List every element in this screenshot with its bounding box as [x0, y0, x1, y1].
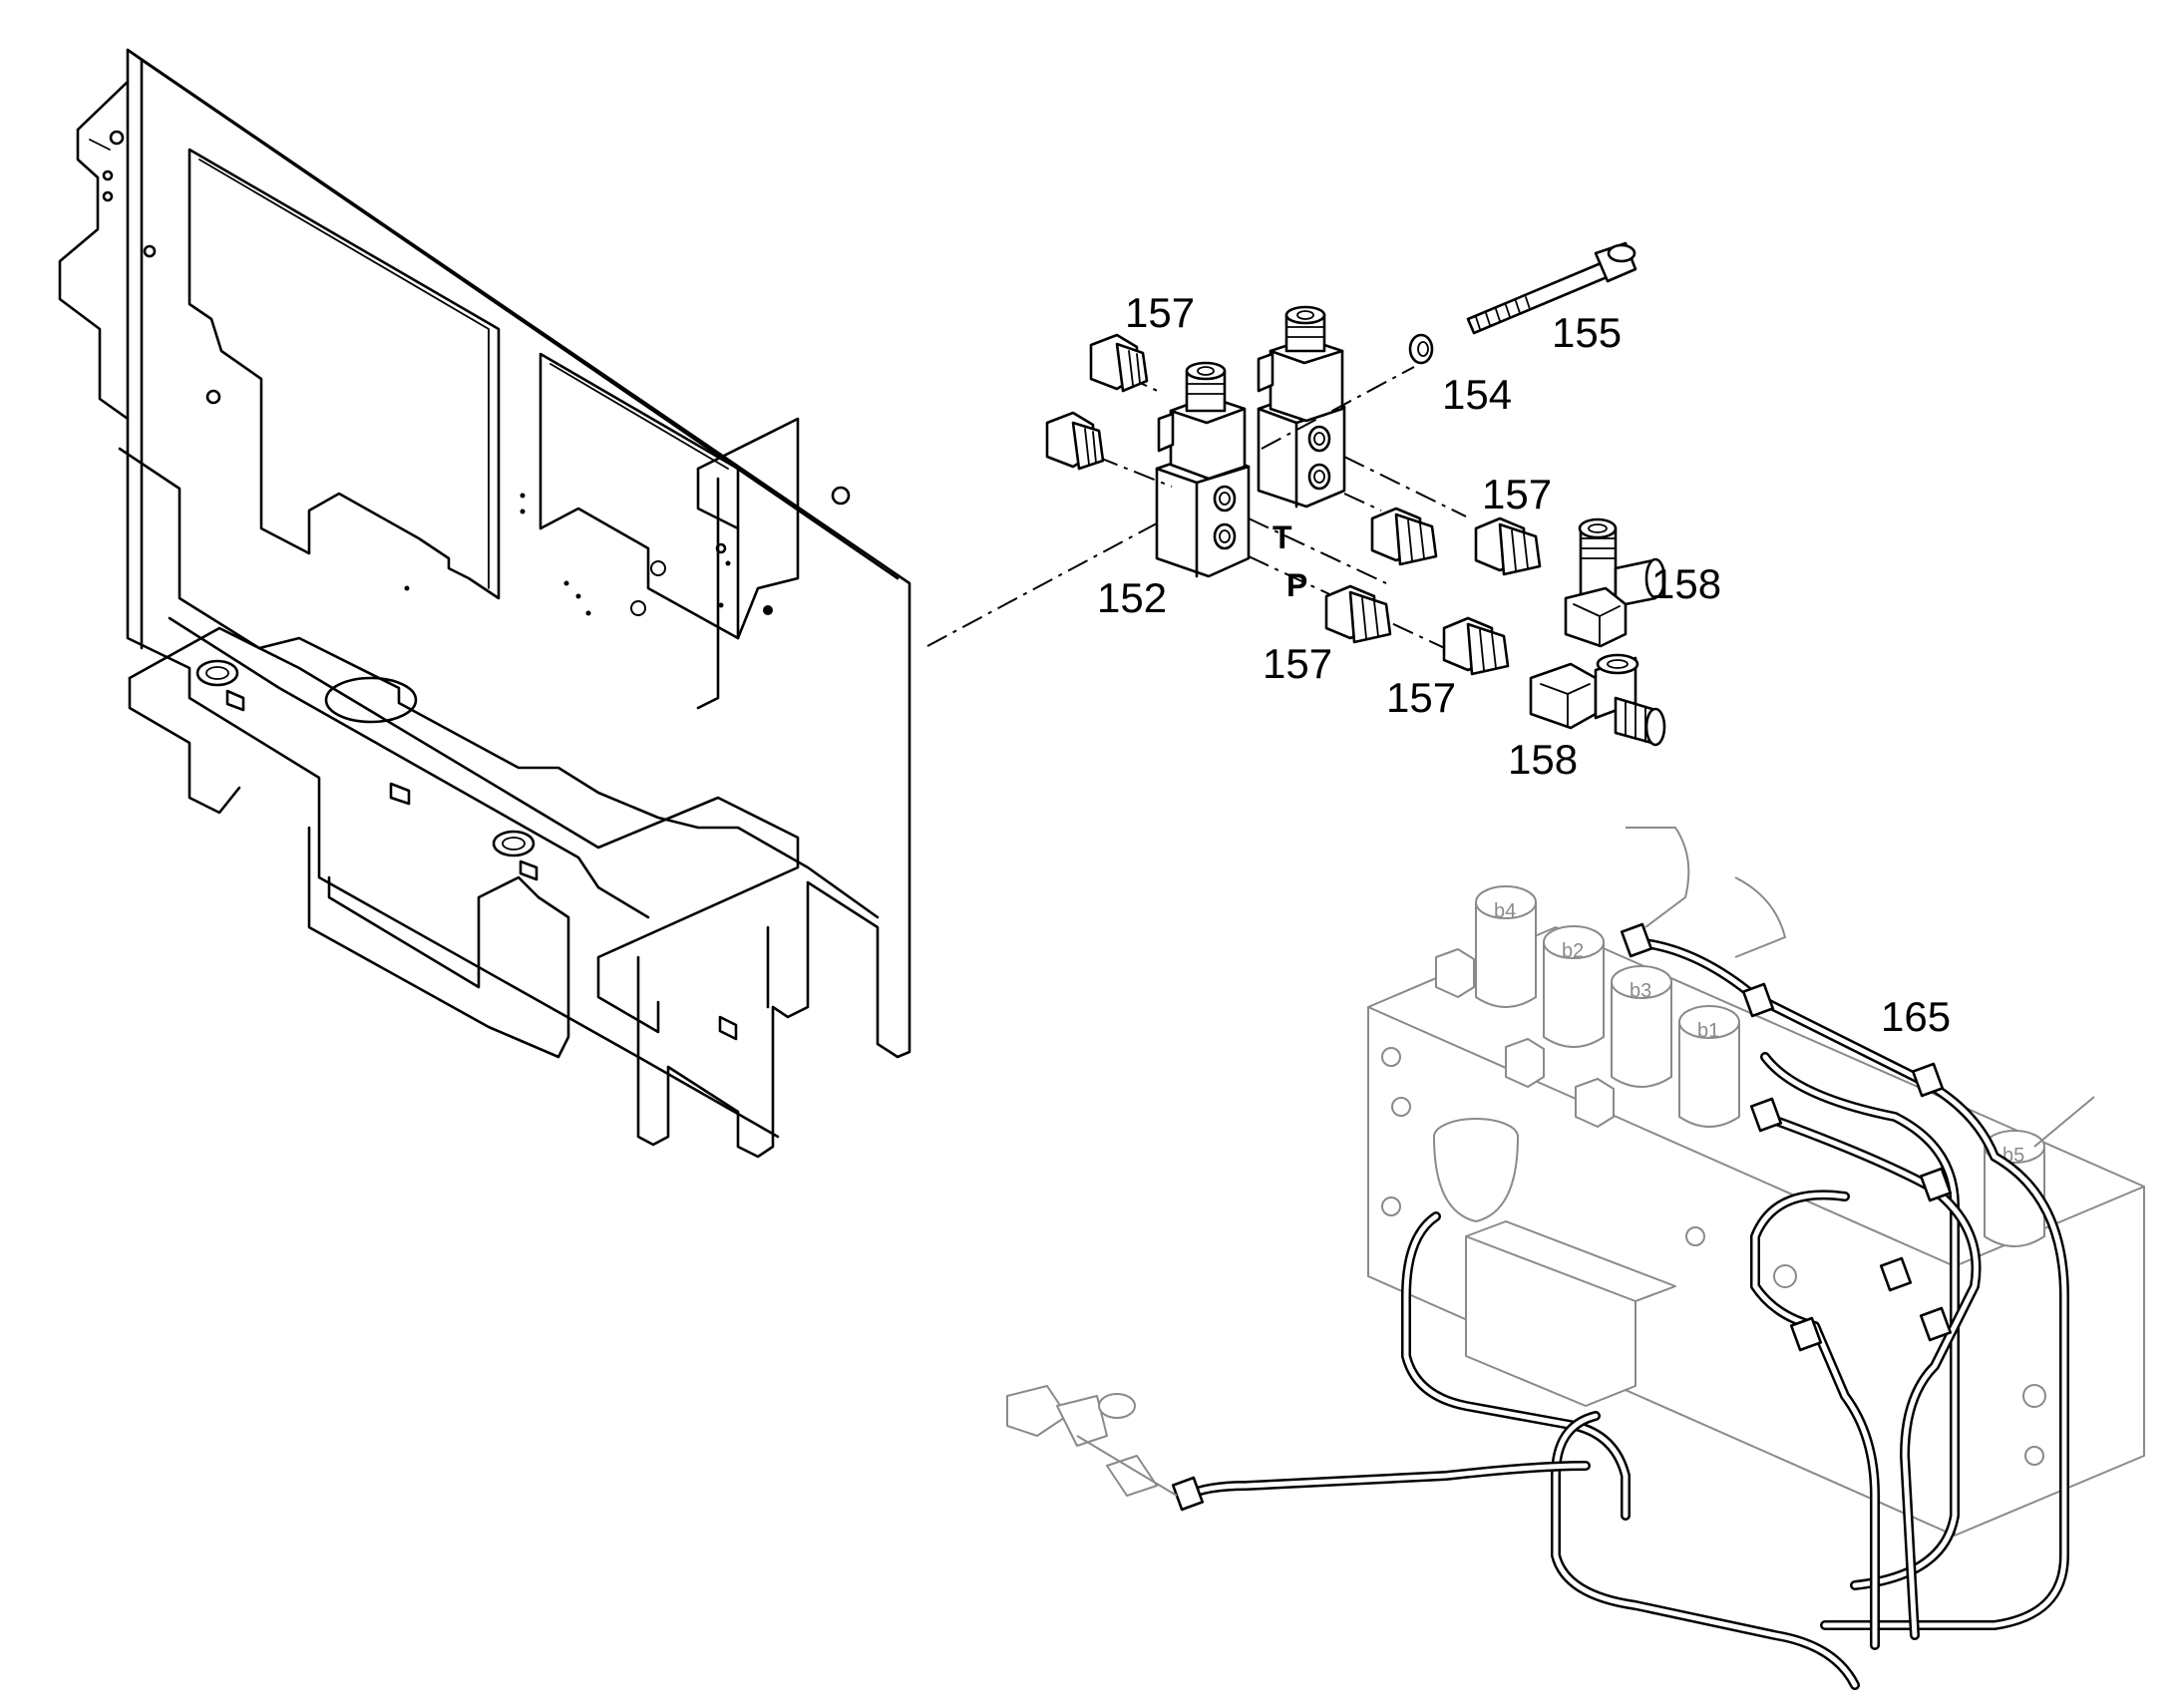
callout-152: 152 [1097, 574, 1167, 621]
hose-assembly-165 [1171, 922, 2069, 1690]
callout-155: 155 [1552, 309, 1622, 356]
callout-157-bottom-left: 157 [1263, 640, 1332, 687]
block-marking-b2: b2 [1562, 940, 1584, 962]
tee-fitting-ghost-left [1006, 1385, 1178, 1497]
solenoid-valve-152 [1155, 305, 1346, 578]
tee-fitting-158-lower [1529, 653, 1666, 747]
callout-154: 154 [1442, 371, 1512, 418]
washer-154 [1408, 333, 1434, 365]
callout-158-lower: 158 [1508, 736, 1578, 783]
callout-158-upper: 158 [1651, 560, 1721, 607]
block-marking-b1: b1 [1697, 1020, 1719, 1042]
callout-157-right: 157 [1482, 471, 1552, 517]
block-marking-b3: b3 [1630, 980, 1651, 1002]
fitting-157-mid-left [1045, 411, 1105, 471]
port-label-t: T [1272, 519, 1292, 555]
tee-fitting-158-upper [1564, 517, 1666, 648]
fitting-157-lower-left [1324, 584, 1392, 644]
callout-157-bottom-right: 157 [1386, 674, 1456, 721]
fitting-157-right-outer [1474, 516, 1542, 576]
bolt-155 [1466, 241, 1637, 335]
fitting-157-right-upper [1370, 507, 1438, 566]
block-marking-b4: b4 [1494, 900, 1516, 922]
callout-165: 165 [1881, 993, 1951, 1040]
mounting-plate-frame [58, 48, 911, 1159]
port-label-p: P [1286, 567, 1307, 603]
fitting-157-upper-left [1089, 333, 1149, 393]
fitting-157-lower-right [1442, 616, 1510, 676]
assembly-leader-152 [926, 510, 1182, 647]
callout-157-top: 157 [1125, 289, 1195, 336]
